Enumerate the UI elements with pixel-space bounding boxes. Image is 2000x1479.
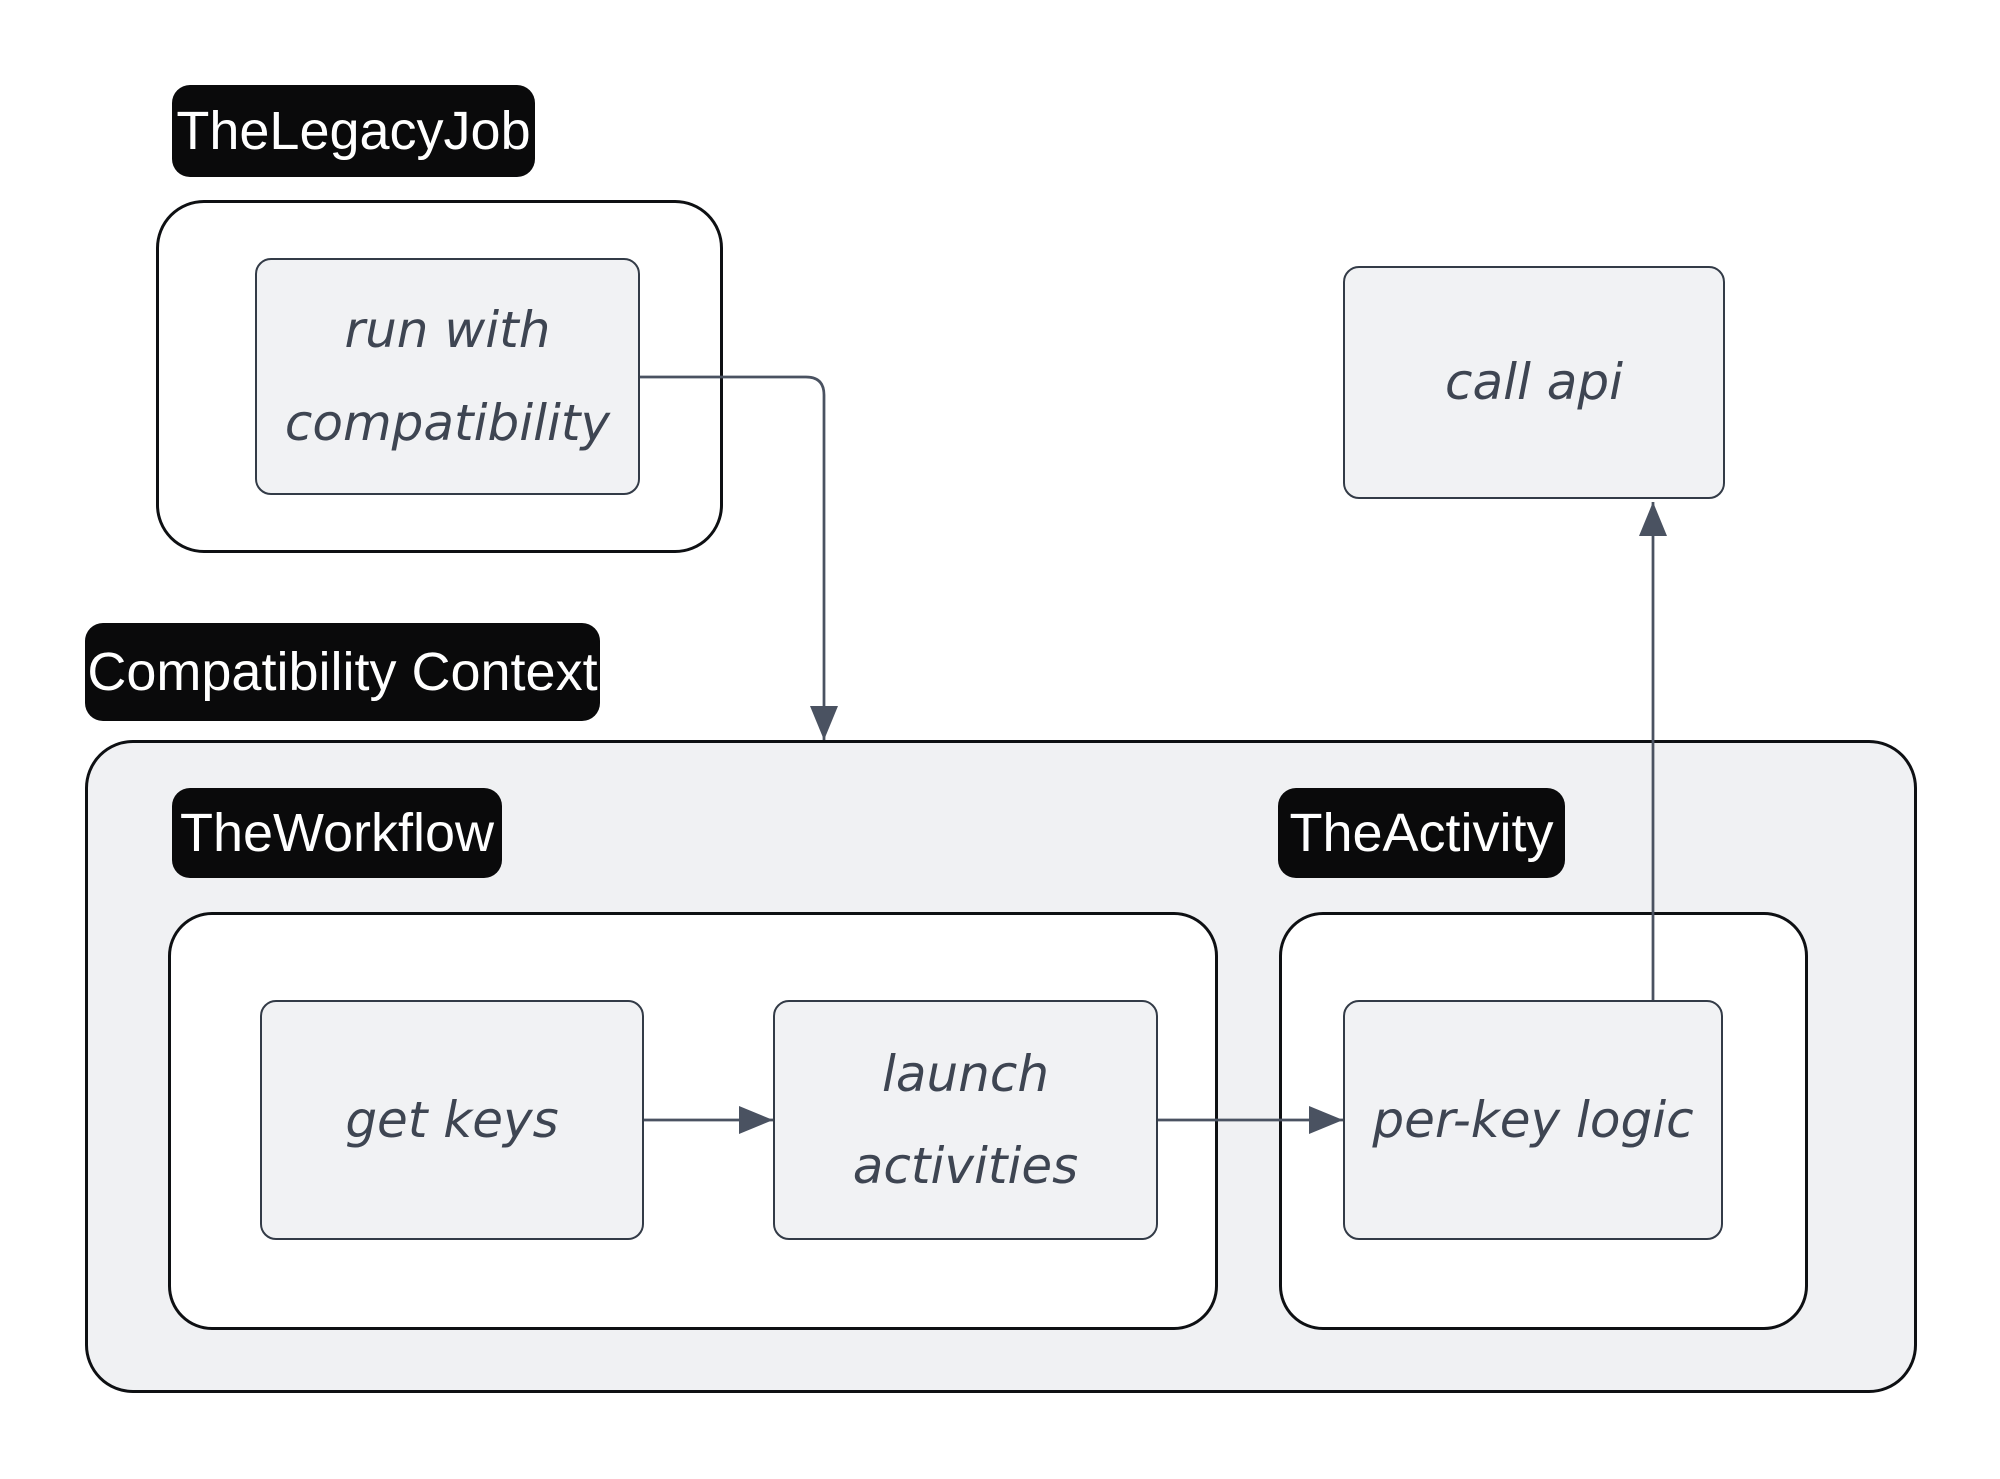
node-launch-activities: launch activities xyxy=(773,1000,1158,1240)
node-get-keys: get keys xyxy=(260,1000,644,1240)
activity-label: TheActivity xyxy=(1278,788,1565,878)
node-run-with-compatibility: run with compatibility xyxy=(255,258,640,495)
compatibility-context-label: Compatibility Context xyxy=(85,623,600,721)
legacy-job-label: TheLegacyJob xyxy=(172,85,535,177)
workflow-label: TheWorkflow xyxy=(172,788,502,878)
node-call-api: call api xyxy=(1343,266,1725,499)
node-per-key-logic: per-key logic xyxy=(1343,1000,1723,1240)
